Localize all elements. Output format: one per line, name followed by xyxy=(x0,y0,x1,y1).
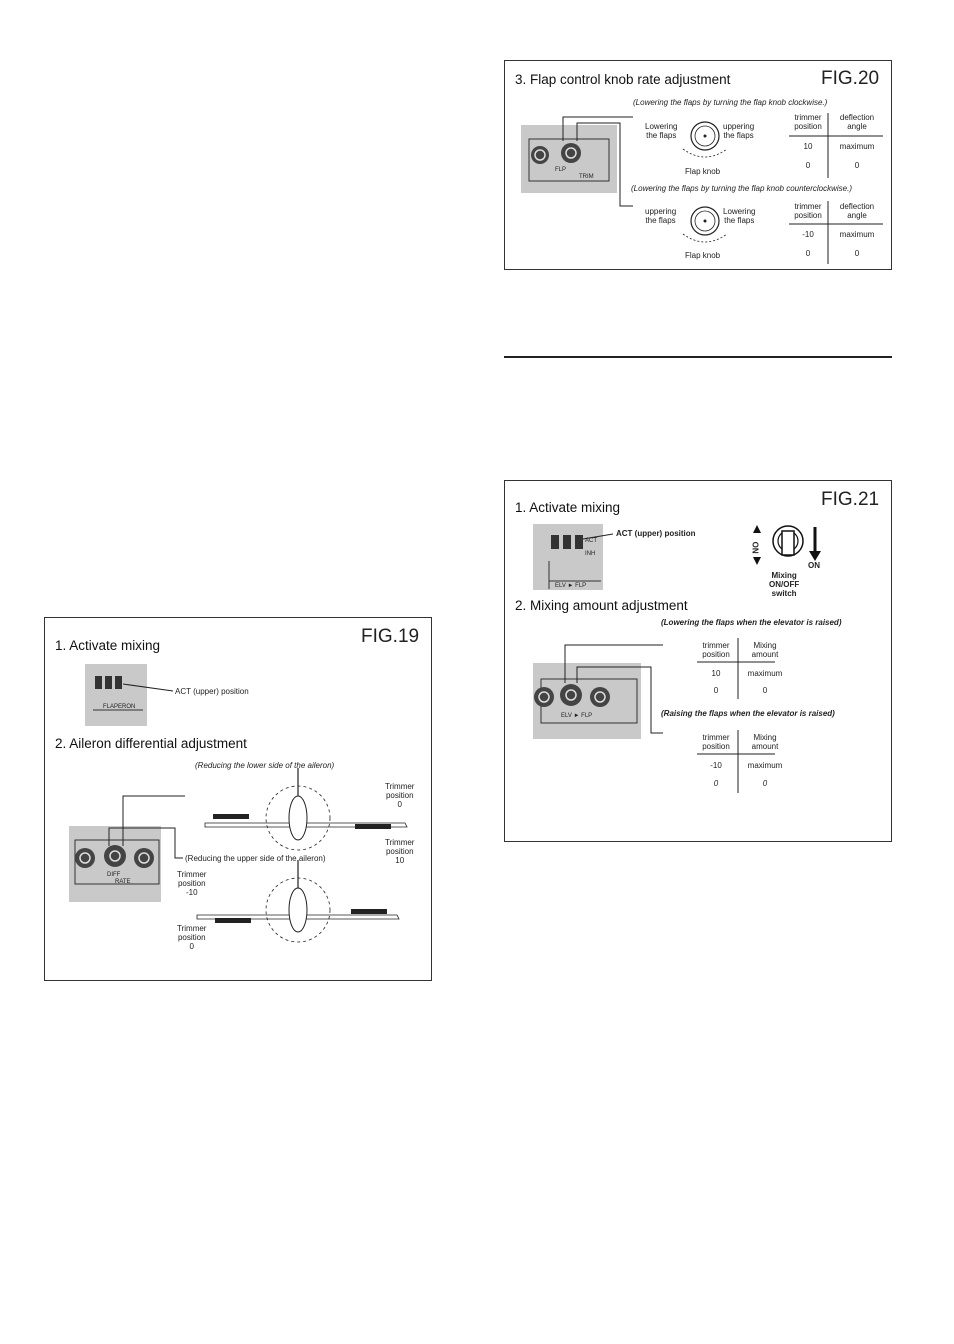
fig20-t2-r1c2: maximum xyxy=(839,230,875,239)
fig21-t1-r2c2: 0 xyxy=(762,686,768,695)
fig19-trim-left-mid: Trimmer position -10 xyxy=(177,870,207,898)
fig21-note-raise: (Raising the flaps when the elevator is … xyxy=(661,709,835,718)
fig20-panel-trim: TRIM xyxy=(579,174,594,180)
fig19-drawing xyxy=(69,676,408,943)
fig21-t1-r1c1: 10 xyxy=(711,669,721,678)
fig21-switch-bottom: ELV ► FLP xyxy=(555,583,587,589)
fig19-box: 1. Activate mixing FIG.19 ACT (upper xyxy=(44,617,432,981)
fig19-act-label: ACT (upper) position xyxy=(175,687,249,696)
fig20-t2-r2c2: 0 xyxy=(854,249,860,258)
fig20-step3-title: 3. Flap control knob rate adjustment xyxy=(515,72,731,87)
fig21-t1-h1: trimmer position xyxy=(702,641,730,660)
fig21-on-vertical: ON xyxy=(750,541,760,554)
fig21-act-label: ACT (upper) position xyxy=(616,529,696,538)
fig20-t1-h2: deflection angle xyxy=(839,113,875,132)
fig20-note-ccw: (Lowering the flaps by turning the flap … xyxy=(631,184,853,193)
fig20-drawing xyxy=(528,113,883,264)
fig21-switch-inh: INH xyxy=(585,551,596,557)
fig19-trim-left-bottom: Trimmer position 0 xyxy=(177,924,207,952)
fig20-flap-knob-1: Flap knob xyxy=(685,167,721,176)
fig21-step2: 2. Mixing amount adjustment xyxy=(515,598,688,613)
fig21-t2-h2: Mixing amount xyxy=(751,733,779,752)
fig20-note-cw: (Lowering the flaps by turning the flap … xyxy=(633,98,828,107)
fig21-mixing-switch: Mixing ON/OFF switch xyxy=(769,571,800,599)
fig20-uppering-1: uppering the flaps xyxy=(723,122,755,141)
fig20-panel-flp: FLP xyxy=(555,167,567,173)
fig20-title: FIG.20 xyxy=(821,68,880,89)
fig20-lowering-1: Lowering the flaps xyxy=(645,122,678,141)
fig19-trim-top-right: Trimmer position 0 xyxy=(385,782,415,810)
fig21-t1-r2c1: 0 xyxy=(713,686,719,695)
fig21-t2-r2c1: 0 xyxy=(713,779,719,788)
fig21-panel-label: ELV ► FLP xyxy=(561,713,593,719)
fig19-note-upper: (Reducing the upper side of the aileron) xyxy=(185,854,326,863)
fig19-trim-mid-right: Trimmer position 10 xyxy=(385,838,415,866)
fig20-t2-h2: deflection angle xyxy=(839,202,875,221)
fig19-rate-label: RATE xyxy=(115,879,131,885)
fig20-t1-r2c2: 0 xyxy=(854,161,860,170)
fig21-t2-r2c2: 0 xyxy=(762,779,768,788)
fig21-t2-r1c2: maximum xyxy=(747,761,783,770)
fig21-t2-r1c1: -10 xyxy=(710,761,722,770)
fig21-t1-h2: Mixing amount xyxy=(751,641,779,660)
fig21-switch-act: ACT xyxy=(585,538,597,544)
fig19-step2: 2. Aileron differential adjustment xyxy=(55,736,247,751)
fig19-step1: 1. Activate mixing xyxy=(55,638,161,653)
fig20-flap-knob-2: Flap knob xyxy=(685,251,721,260)
fig19-title: FIG.19 xyxy=(361,626,420,647)
fig21-t1-r1c2: maximum xyxy=(747,669,783,678)
fig21-box: 1. Activate mixing FIG.21 ACT ( xyxy=(504,480,892,842)
fig20-box: 3. Flap control knob rate adjustment FIG… xyxy=(504,60,892,270)
fig19-knob-label: DIFF xyxy=(107,872,121,878)
fig20-t1-r1c1: 10 xyxy=(803,142,813,151)
fig21-note-lower: (Lowering the flaps when the elevator is… xyxy=(661,618,842,627)
fig19-switch-label: FLAPERON xyxy=(103,704,136,710)
fig20-t1-r1c2: maximum xyxy=(839,142,875,151)
fig21-t2-h1: trimmer position xyxy=(702,733,730,752)
fig19-note-lower: (Reducing the lower side of the aileron) xyxy=(195,761,335,770)
fig20-uppering-2: uppering the flaps xyxy=(645,207,677,226)
fig20-t2-h1: trimmer position xyxy=(794,202,822,221)
fig21-title: FIG.21 xyxy=(821,489,880,510)
fig21-on-label: ON xyxy=(808,561,820,570)
section-divider xyxy=(504,356,892,358)
fig21-step1: 1. Activate mixing xyxy=(515,500,621,515)
fig19-switch-panel xyxy=(85,664,147,726)
fig21-drawing xyxy=(533,525,821,793)
fig20-t1-h1: trimmer position xyxy=(794,113,822,132)
fig20-t2-r1c1: -10 xyxy=(802,230,814,239)
fig20-lowering-2: Lowering the flaps xyxy=(723,207,756,226)
fig20-t2-r2c1: 0 xyxy=(805,249,811,258)
fig20-t1-r2c1: 0 xyxy=(805,161,811,170)
